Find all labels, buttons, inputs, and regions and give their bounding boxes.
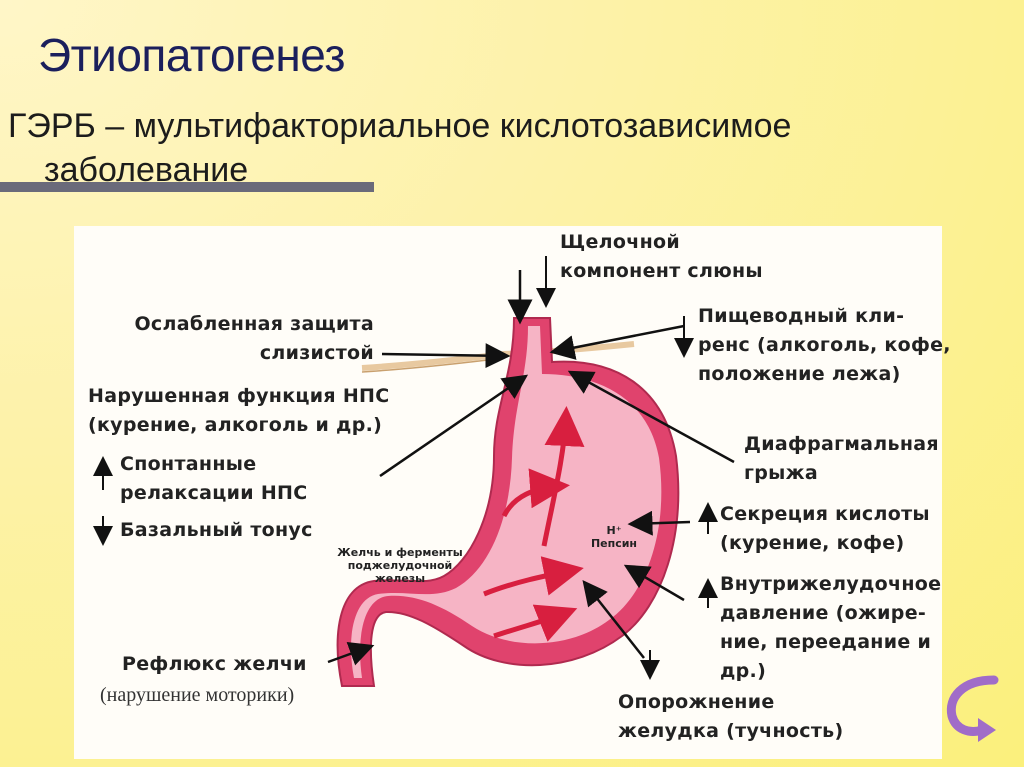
label-hernia-line2: грыжа	[744, 462, 818, 484]
label-les-line1: Нарушенная функция НПС	[88, 385, 390, 407]
label-acid-line2: (курение, кофе)	[720, 532, 905, 554]
label-pressure-line3: ние, переедание и	[720, 631, 932, 653]
gerd-diagram: Щелочной компонент слюны Ослабленная защ…	[74, 226, 951, 759]
label-mucosa-line2: слизистой	[259, 342, 374, 364]
label-bile-reflux: Рефлюкс желчи	[122, 653, 307, 675]
label-hernia-line1: Диафрагмальная	[744, 433, 939, 455]
label-pressure-line2: давление (ожире-	[720, 602, 927, 624]
curved-arrow-icon	[946, 675, 999, 742]
label-mucosa: Ослабленная защита слизистой	[118, 310, 374, 368]
label-pressure: Внутрижелудочное давление (ожире- ние, п…	[720, 570, 941, 686]
label-acid-line1: Секреция кислоты	[720, 503, 930, 525]
label-saliva: Щелочной компонент слюны	[560, 228, 763, 286]
label-emptying-line2: желудка (тучность)	[618, 720, 844, 742]
motility-note: (нарушение моторики)	[100, 684, 295, 706]
label-bile-enzymes-line2: поджелудочной	[347, 559, 453, 572]
label-hernia: Диафрагмальная грыжа	[744, 430, 939, 488]
next-slide-button[interactable]	[944, 672, 1006, 746]
label-bile-enzymes: Желчь и ферменты поджелудочной железы	[312, 546, 488, 585]
label-bile-enzymes-line3: железы	[374, 572, 426, 585]
label-emptying-line1: Опорожнение	[618, 691, 775, 713]
label-emptying: Опорожнение желудка (тучность)	[618, 688, 843, 746]
stomach-illustration	[93, 256, 735, 687]
label-relax-line2: релаксации НПС	[120, 482, 308, 504]
slide-subtitle: ГЭРБ – мультифакториальное кислотозависи…	[8, 104, 988, 192]
label-relax-line1: Спонтанные	[120, 453, 257, 475]
label-pepsin: Пепсин	[590, 537, 638, 550]
label-basal-tone: Базальный тонус	[120, 519, 313, 541]
label-hplus-pepsin: H⁺ Пепсин	[584, 524, 644, 550]
label-saliva-line2: компонент слюны	[560, 260, 763, 282]
label-les-line2: (курение, алкоголь и др.)	[88, 414, 383, 436]
label-hplus: H⁺	[606, 524, 622, 537]
label-mucosa-line1: Ослабленная защита	[134, 313, 374, 335]
label-les: Нарушенная функция НПС (курение, алкогол…	[88, 382, 389, 440]
label-clearance: Пищеводный кли- ренс (алкоголь, кофе, по…	[698, 302, 951, 389]
label-bile-enzymes-line1: Желчь и ферменты	[337, 546, 463, 559]
title-underline	[0, 182, 374, 192]
subtitle-line-1: ГЭРБ – мультифакториальное кислотозависи…	[8, 107, 792, 145]
slide-title: Этиопатогенез	[38, 29, 345, 81]
label-clearance-line1: Пищеводный кли-	[698, 305, 905, 327]
label-clearance-line3: положение лежа)	[698, 363, 901, 385]
label-saliva-line1: Щелочной	[560, 231, 680, 253]
label-acid: Секреция кислоты (курение, кофе)	[720, 500, 930, 558]
label-pressure-line1: Внутрижелудочное	[720, 573, 942, 595]
label-pressure-line4: др.)	[720, 660, 767, 682]
label-relax: Спонтанные релаксации НПС	[120, 450, 307, 508]
label-clearance-line2: ренс (алкоголь, кофе,	[698, 334, 951, 356]
